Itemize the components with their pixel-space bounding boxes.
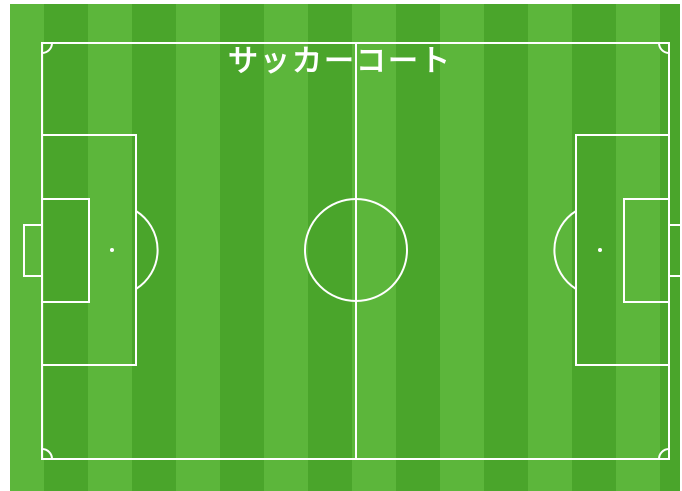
- left-penalty-arc: [135, 210, 159, 290]
- right-penalty-spot: [598, 248, 602, 252]
- page-title: サッカーコート: [228, 44, 452, 79]
- right-penalty-area: [575, 134, 670, 366]
- corner-arc-bottom-left: [41, 448, 53, 460]
- right-goal: [668, 224, 682, 277]
- left-margin: [0, 0, 10, 491]
- right-goal-area: [623, 198, 670, 303]
- top-margin: [0, 0, 682, 4]
- left-goal-area: [41, 198, 90, 303]
- left-penalty-spot: [110, 248, 114, 252]
- right-margin: [680, 0, 682, 491]
- corner-arc-top-right: [658, 42, 670, 54]
- left-goal: [23, 224, 43, 277]
- center-circle: [304, 198, 408, 302]
- right-penalty-arc: [553, 210, 577, 290]
- corner-arc-top-left: [41, 42, 53, 54]
- corner-arc-bottom-right: [658, 448, 670, 460]
